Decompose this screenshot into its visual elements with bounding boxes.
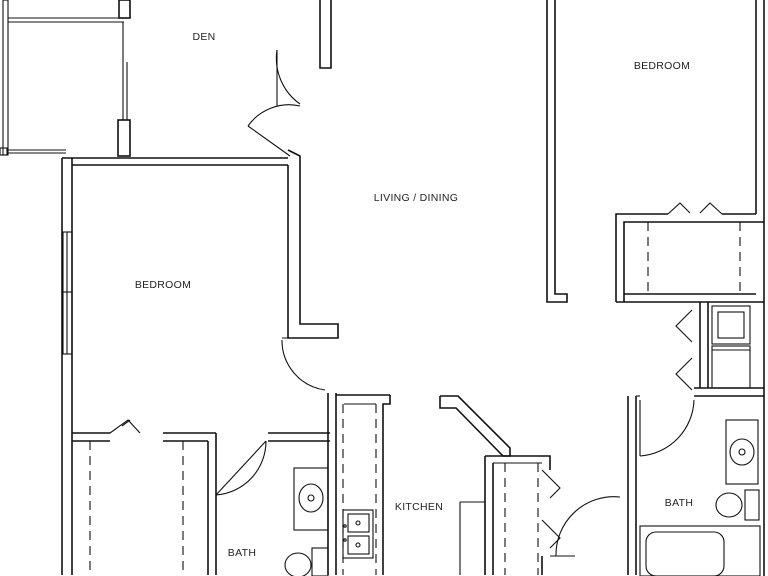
room-label-bath-left: BATH [228,547,256,559]
pantry [484,455,621,575]
bedroom-left-walls [61,149,339,575]
room-label-kitchen: KITCHEN [395,501,443,513]
laundry [675,302,764,397]
room-label-bath-right: BATH [665,497,693,509]
bedroom-right-walls [546,0,765,576]
room-label-den: DEN [192,31,215,43]
room-label-bedroom-right: BEDROOM [634,60,690,72]
kitchen [327,393,511,575]
bath-right [627,395,761,576]
bath-left [215,432,330,576]
closet-left [72,419,217,575]
room-label-bedroom-left: BEDROOM [135,279,191,291]
room-label-living-dining: LIVING / DINING [374,192,458,204]
den-door [247,49,301,157]
den-walls [0,0,332,157]
